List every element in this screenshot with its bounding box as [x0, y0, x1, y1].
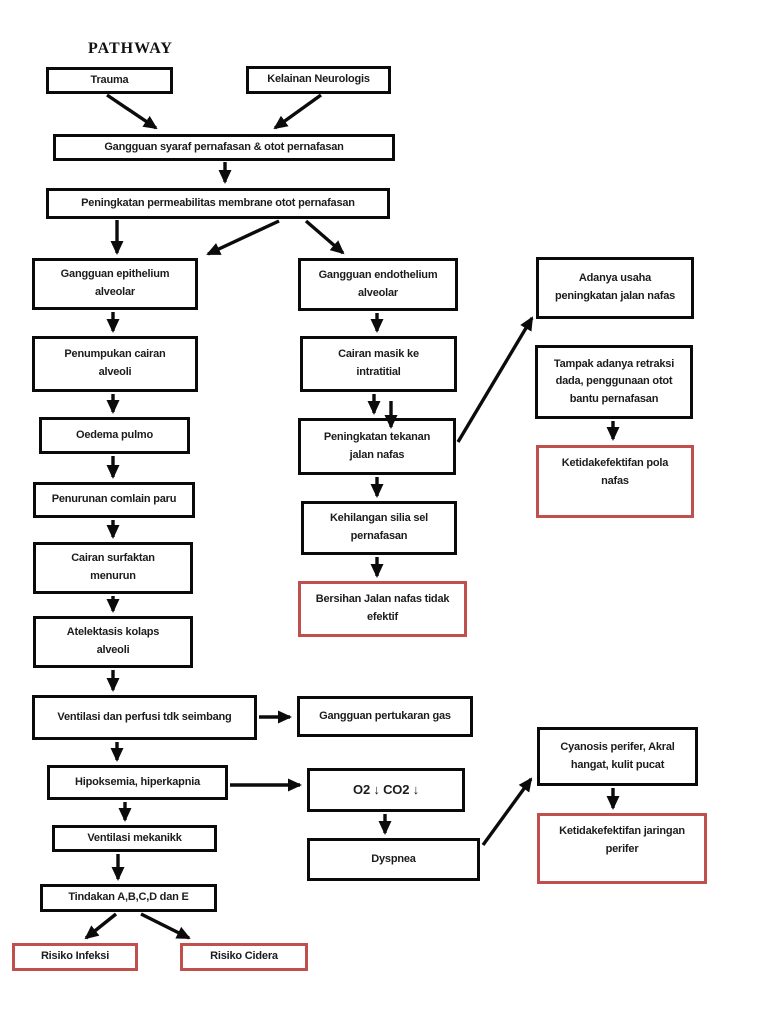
node-risiko-cidera: Risiko Cidera	[180, 943, 308, 971]
node-dyspnea: Dyspnea	[307, 838, 480, 881]
node-hipoksemia: Hipoksemia, hiperkapnia	[47, 765, 228, 800]
arrow-tindakan-cidera	[140, 912, 191, 940]
node-penumpukan-cairan: Penumpukan cairan alveoli	[32, 336, 198, 392]
arrow-kelainan-syaraf	[273, 93, 322, 130]
node-risiko-infeksi: Risiko Infeksi	[12, 943, 138, 971]
page-title: PATHWAY	[88, 40, 173, 57]
node-tampak-retraksi: Tampak adanya retraksi dada, penggunaan …	[535, 345, 693, 419]
arrow-dyspnea-cyanosis	[481, 777, 533, 846]
node-ventilasi-mekanik: Ventilasi mekanikk	[52, 825, 217, 852]
node-trauma: Trauma	[46, 67, 173, 94]
node-cyanosis-perifer: Cyanosis perifer, Akral hangat, kulit pu…	[537, 727, 698, 786]
node-bersihan-jalan-nafas: Bersihan Jalan nafas tidak efektif	[298, 581, 467, 637]
arrow-permeab-epithelium-d	[206, 219, 280, 256]
node-oedema-pulmo: Oedema pulmo	[39, 417, 190, 454]
node-gangguan-endothelium: Gangguan endothelium alveolar	[298, 258, 458, 311]
node-peningkatan-permeabilitas: Peningkatan permeabilitas membrane otot …	[46, 188, 390, 219]
node-gangguan-epithelium: Gangguan epithelium alveolar	[32, 258, 198, 310]
node-gangguan-pertukaran-gas: Gangguan pertukaran gas	[297, 696, 473, 737]
node-o2-co2: O2 ↓ CO2 ↓	[307, 768, 465, 812]
node-ketidakefektifan-jaringan: Ketidakefektifan jaringan perifer	[537, 813, 707, 884]
node-cairan-surfaktan: Cairan surfaktan menurun	[33, 542, 193, 594]
node-cairan-masik: Cairan masik ke intratitial	[300, 336, 457, 392]
node-gangguan-syaraf: Gangguan syaraf pernafasan & otot pernaf…	[53, 134, 395, 161]
node-tindakan: Tindakan A,B,C,D dan E	[40, 884, 217, 912]
arrow-permeab-endothelium	[304, 219, 345, 255]
node-penurunan-comlain: Penurunan comlain paru	[33, 482, 195, 518]
node-adanya-usaha: Adanya usaha peningkatan jalan nafas	[536, 257, 694, 319]
node-ketidakefektifan-pola-nafas: Ketidakefektifan pola nafas	[536, 445, 694, 518]
arrow-tekanan-adanya	[456, 316, 534, 443]
node-kehilangan-silia: Kehilangan silia sel pernafasan	[301, 501, 457, 555]
node-atelektasis: Atelektasis kolaps alveoli	[33, 616, 193, 668]
arrow-tindakan-infeksi	[84, 912, 118, 940]
arrow-trauma-syaraf	[106, 93, 158, 130]
node-ventilasi-perfusi: Ventilasi dan perfusi tdk seimbang	[32, 695, 257, 740]
node-peningkatan-tekanan: Peningkatan tekanan jalan nafas	[298, 418, 456, 475]
node-kelainan-neurologis: Kelainan Neurologis	[246, 66, 391, 94]
